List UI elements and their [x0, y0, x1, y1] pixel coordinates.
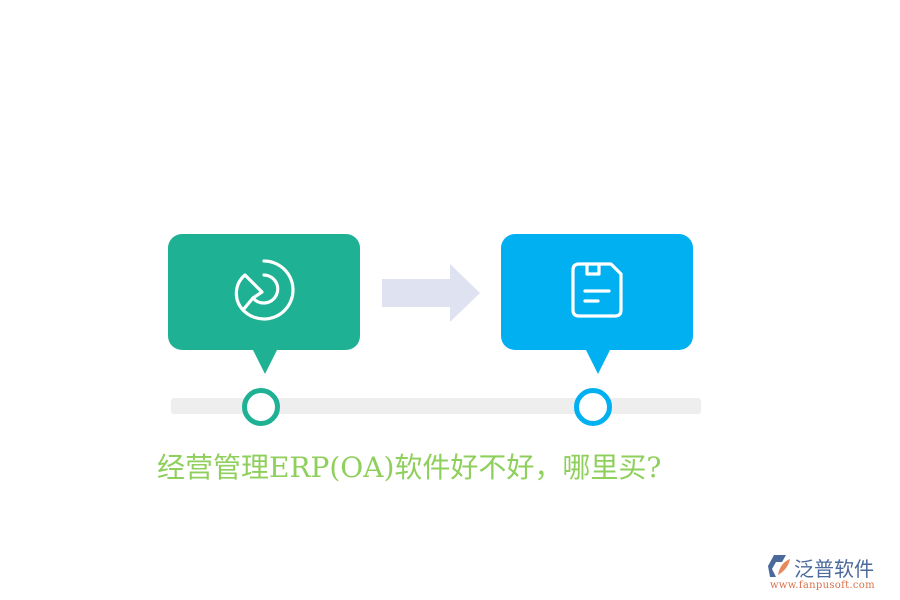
timeline-track [171, 398, 701, 414]
step-1-bubble [168, 234, 360, 374]
caption-title: 经营管理ERP(OA)软件好不好，哪里买? [157, 451, 662, 484]
arrow-right-icon [382, 264, 480, 326]
timeline-node-1 [242, 388, 280, 426]
pie-chart-icon [229, 255, 299, 329]
logo-name: 泛普软件 [794, 557, 874, 581]
bubble-pointer [252, 348, 278, 374]
brand-logo: 泛普软件 www.fanpusoft.com [768, 553, 898, 593]
step-2-bubble [501, 234, 693, 374]
save-document-icon [565, 258, 629, 326]
bubble-pointer [585, 348, 611, 374]
logo-mark-icon [768, 555, 792, 581]
logo-url: www.fanpusoft.com [770, 580, 875, 591]
timeline-node-2 [574, 388, 612, 426]
